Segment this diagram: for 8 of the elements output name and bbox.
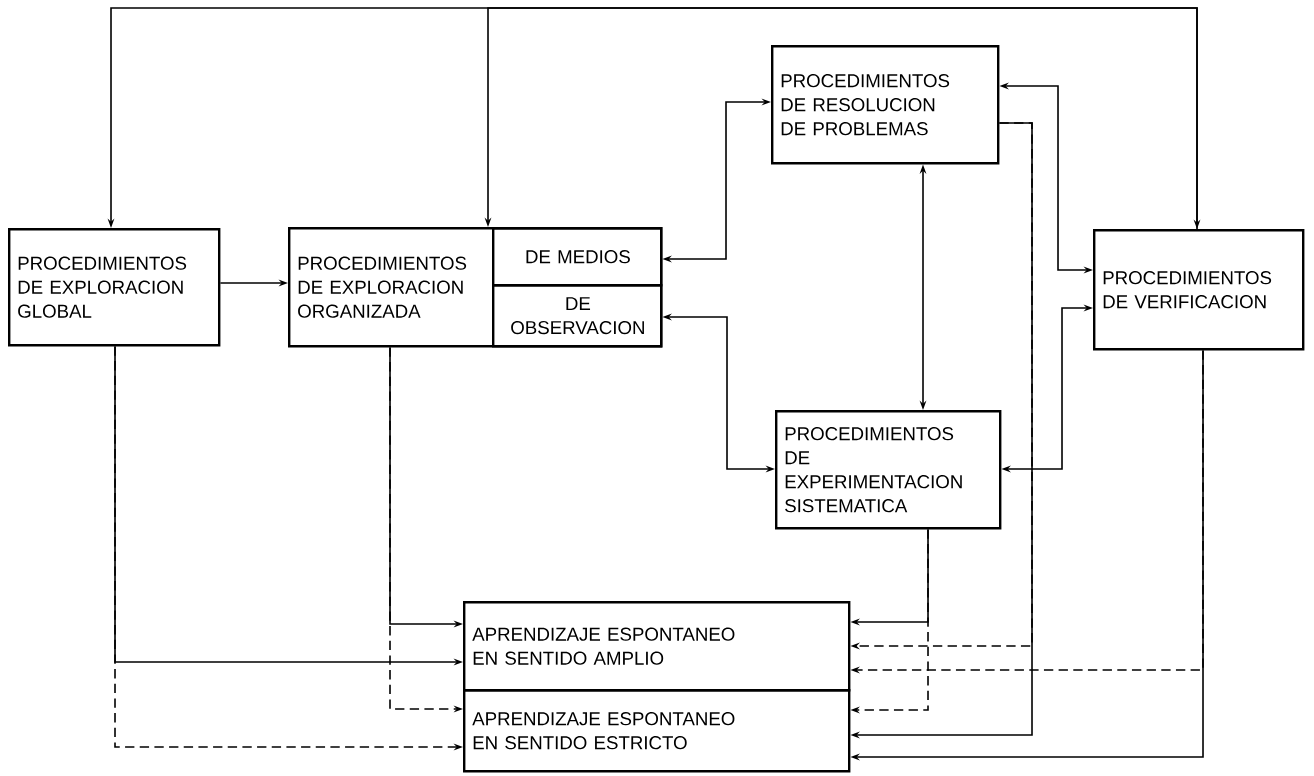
process-box: PROCEDIMIENTOS DE EXPLORACION GLOBAL <box>8 228 221 347</box>
table-cell: DE OBSERVACION <box>492 284 663 348</box>
process-box: PROCEDIMIENTOS DE EXPERIMENTACION SISTEMATICA <box>775 410 1002 530</box>
table-cell: APRENDIZAJE ESPONTANEO EN SENTIDO AMPLIO <box>463 601 851 692</box>
table-cell: APRENDIZAJE ESPONTANEO EN SENTIDO ESTRICTO <box>463 689 851 773</box>
table-cell: DE MEDIOS <box>492 227 663 287</box>
process-box: PROCEDIMIENTOS DE RESOLUCION DE PROBLEMAS <box>771 45 1000 165</box>
process-box: PROCEDIMIENTOS DE VERIFICACION <box>1093 229 1305 351</box>
